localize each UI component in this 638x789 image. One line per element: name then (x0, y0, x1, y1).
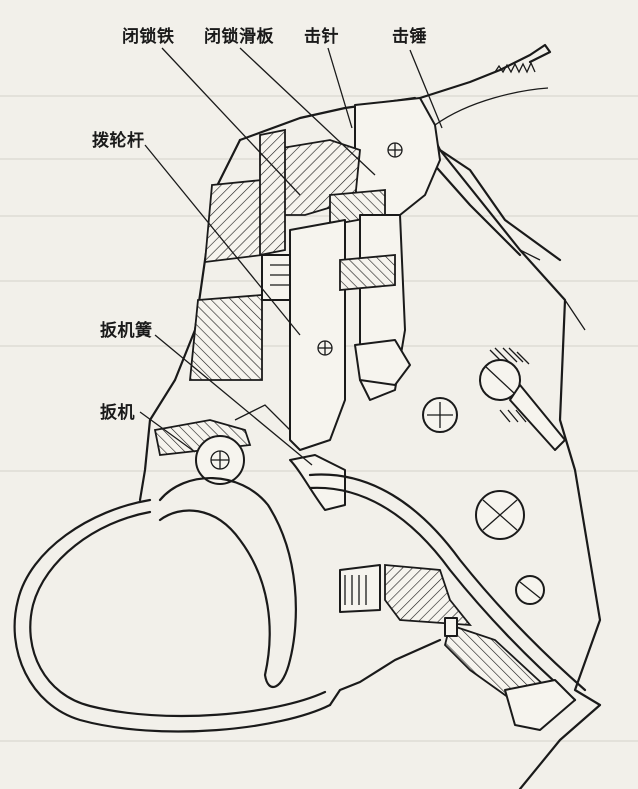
trigger-guard (13, 498, 442, 733)
leader-lines (139, 47, 443, 466)
trigger-part (158, 435, 346, 688)
grip-base (339, 564, 576, 731)
label-trigger: 扳机 (100, 403, 135, 423)
cylinder-block (153, 128, 306, 456)
hammer-part (354, 43, 552, 216)
right-side-pins (422, 347, 566, 605)
label-hammer: 击锤 (392, 27, 427, 47)
label-trigger-spring: 扳机簧 (100, 321, 153, 341)
label-cylinder-lever: 拨轮杆 (92, 131, 145, 151)
trigger-spring-part (308, 473, 587, 702)
cylinder-lever-part (234, 339, 411, 431)
bolt-slide-part (289, 214, 406, 451)
label-bolt-slide: 闭锁滑板 (204, 27, 274, 47)
label-bolt: 闭锁铁 (122, 27, 175, 47)
label-firing-pin: 击针 (304, 27, 339, 47)
